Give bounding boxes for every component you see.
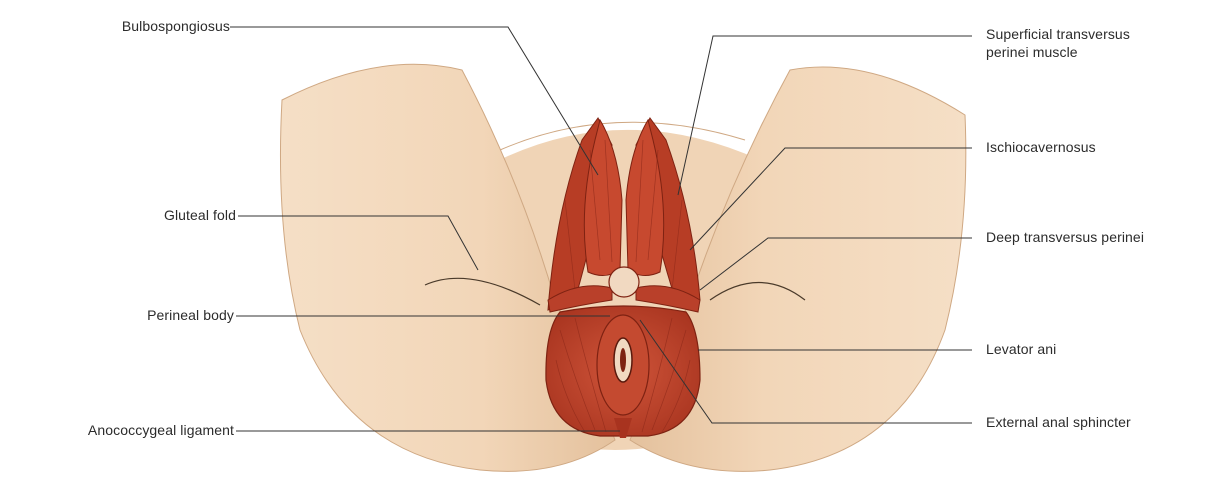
label-anococcygeal-ligament: Anococcygeal ligament bbox=[88, 423, 234, 438]
label-bulbospongiosus: Bulbospongiosus bbox=[122, 19, 230, 34]
label-superficial-transversus: Superficial transversus perinei muscle bbox=[986, 27, 1130, 60]
label-perineal-body: Perineal body bbox=[147, 308, 234, 323]
label-gluteal-fold: Gluteal fold bbox=[164, 208, 236, 223]
label-superficial-line-2: perinei muscle bbox=[986, 45, 1130, 60]
label-levator-ani: Levator ani bbox=[986, 342, 1056, 357]
label-superficial-line-1: Superficial transversus bbox=[986, 27, 1130, 42]
label-ischiocavernosus: Ischiocavernosus bbox=[986, 140, 1096, 155]
label-deep-transversus: Deep transversus perinei bbox=[986, 230, 1144, 245]
perineal-body-node bbox=[609, 267, 639, 297]
label-external-anal-sphincter: External anal sphincter bbox=[986, 415, 1131, 430]
